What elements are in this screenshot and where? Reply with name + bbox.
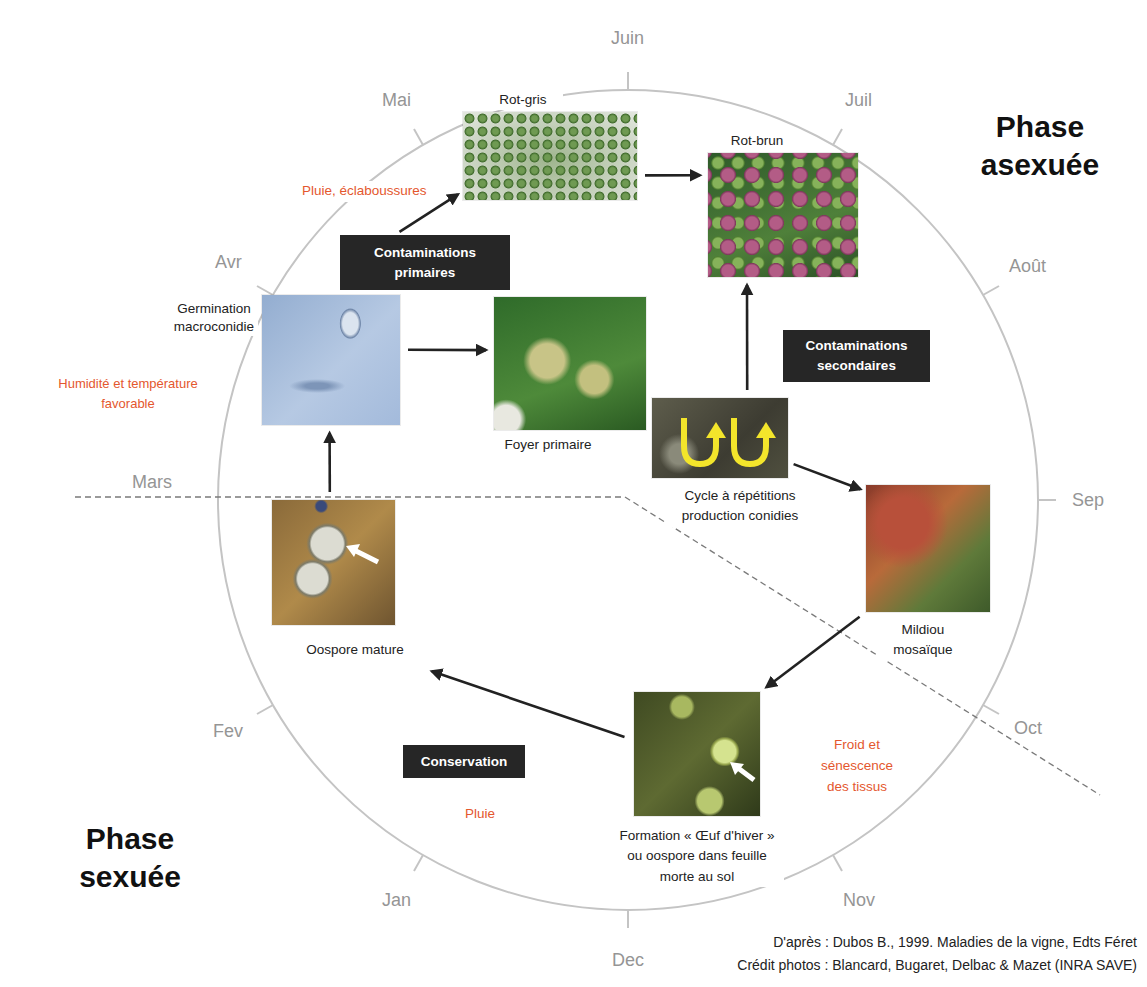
photo-overlay bbox=[652, 398, 788, 482]
phase-title: Phase sexuée bbox=[65, 820, 195, 895]
box-label: Conservation bbox=[421, 752, 507, 772]
photo-caption: Cycle à répétitions production conidies bbox=[665, 486, 815, 527]
month-tick bbox=[627, 72, 629, 90]
photo-overlay bbox=[634, 692, 760, 820]
photo-caption: Oospore mature bbox=[290, 640, 420, 660]
month-tick bbox=[1038, 499, 1056, 501]
box-label: Contaminations primaires bbox=[348, 243, 502, 282]
photo-panel: Rot-brun bbox=[708, 153, 858, 277]
cycle-arrowhead bbox=[706, 422, 726, 438]
flow-arrow bbox=[432, 671, 625, 737]
cycle-arrowhead bbox=[756, 422, 776, 438]
photo-caption: Rot-gris bbox=[483, 90, 563, 110]
photo-caption: Rot-brun bbox=[717, 131, 797, 151]
cycle-arrow bbox=[684, 418, 716, 464]
photo-caption: Mildiou mosaïque bbox=[878, 620, 968, 661]
photo-panel: Germination macroconidie bbox=[262, 295, 400, 425]
month-label: Dec bbox=[612, 950, 644, 971]
month-tick bbox=[414, 855, 423, 871]
month-tick bbox=[983, 705, 999, 714]
condition-note: Pluie bbox=[463, 804, 497, 825]
month-label: Nov bbox=[843, 890, 875, 911]
month-label: Mai bbox=[382, 90, 411, 111]
flow-arrow bbox=[645, 174, 700, 177]
dark-box: Conservation bbox=[403, 745, 525, 778]
month-label: Juin bbox=[611, 28, 644, 49]
phase-title: Phase asexuée bbox=[975, 108, 1105, 183]
month-tick bbox=[833, 129, 842, 145]
photo-panel: Oospore mature bbox=[272, 500, 395, 625]
photo-panel: Cycle à répétitions production conidies bbox=[652, 398, 788, 478]
condition-note: Humidité et température favorable bbox=[55, 374, 201, 414]
photo-panel: Rot-gris bbox=[463, 112, 637, 200]
dark-box: Contaminations primaires bbox=[340, 235, 510, 290]
month-label: Fev bbox=[213, 721, 243, 742]
month-tick bbox=[257, 705, 273, 714]
pointer-arrow bbox=[634, 692, 760, 816]
month-tick bbox=[833, 855, 842, 871]
pointer-head bbox=[346, 544, 360, 557]
condition-note: Froid et sénescence des tissus bbox=[812, 735, 902, 798]
photo-panel: Mildiou mosaïque bbox=[866, 485, 990, 612]
flow-arrow bbox=[746, 285, 749, 390]
month-ticks bbox=[257, 72, 1056, 928]
month-label: Jan bbox=[382, 890, 411, 911]
month-label: Sep bbox=[1072, 490, 1104, 511]
month-label: Juil bbox=[845, 90, 872, 111]
month-label: Août bbox=[1009, 256, 1046, 277]
photo-panel: Formation « Œuf d'hiver » ou oospore dan… bbox=[634, 692, 760, 816]
pointer-arrow bbox=[272, 500, 395, 625]
box-label: Contaminations secondaires bbox=[791, 336, 922, 375]
flow-arrow bbox=[766, 617, 859, 687]
source-credit: D'après : Dubos B., 1999. Maladies de la… bbox=[773, 934, 1137, 950]
month-label: Mars bbox=[132, 472, 172, 493]
month-tick bbox=[257, 286, 273, 295]
cycle-arrow bbox=[734, 418, 766, 464]
month-label: Oct bbox=[1014, 718, 1042, 739]
yellow-arrows bbox=[652, 398, 788, 478]
flow-arrow bbox=[408, 348, 486, 351]
condition-note: Pluie, éclaboussures bbox=[300, 181, 429, 202]
pointer-head bbox=[730, 762, 744, 775]
photo-overlay bbox=[272, 500, 395, 629]
flow-arrow bbox=[328, 433, 331, 492]
month-tick bbox=[414, 129, 423, 145]
month-tick bbox=[627, 910, 629, 928]
pointer-shaft bbox=[738, 768, 754, 780]
month-tick bbox=[983, 286, 999, 295]
photo-panel: Foyer primaire bbox=[494, 297, 646, 430]
source-credit: Crédit photos : Blancard, Bugaret, Delba… bbox=[737, 957, 1137, 973]
photo-caption: Foyer primaire bbox=[488, 435, 608, 455]
photo-caption: Formation « Œuf d'hiver » ou oospore dan… bbox=[610, 826, 784, 887]
dark-box: Contaminations secondaires bbox=[783, 330, 930, 382]
year-circle bbox=[218, 90, 1038, 910]
month-label: Avr bbox=[215, 252, 242, 273]
pointer-shaft bbox=[356, 551, 378, 562]
photo-caption: Germination macroconidie bbox=[170, 300, 258, 336]
